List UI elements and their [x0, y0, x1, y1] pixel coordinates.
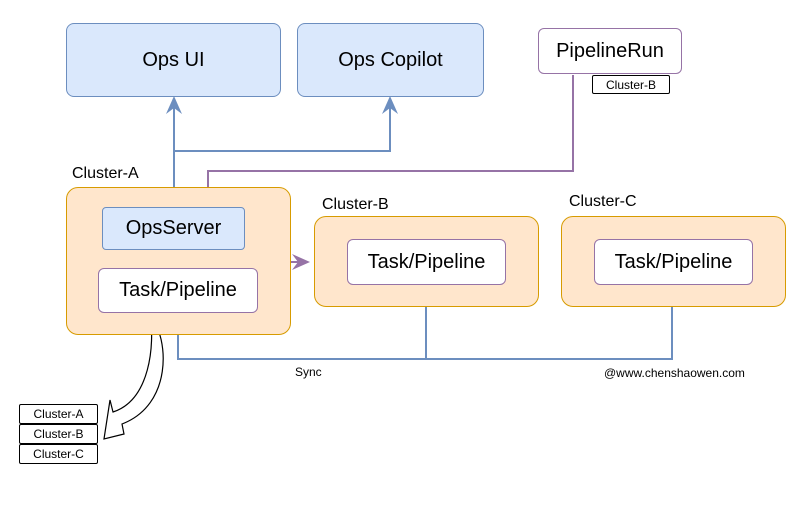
- curved-hollow-arrow: [103, 313, 164, 440]
- cluster-list-item-b: Cluster-B: [19, 424, 98, 444]
- watermark: @www.chenshaowen.com: [604, 366, 745, 380]
- task-pipeline-a-label: Task/Pipeline: [119, 279, 237, 301]
- cluster-a-title: Cluster-A: [72, 165, 139, 182]
- ops-ui-label: Ops UI: [142, 48, 205, 71]
- cluster-list-item-a-label: Cluster-A: [33, 407, 84, 421]
- task-pipeline-c-node: Task/Pipeline: [594, 239, 753, 285]
- edge-opsserver-to-ops-copilot: [174, 96, 398, 152]
- edge-sync-to-cluster-c: [426, 281, 680, 360]
- pipelinerun-label: PipelineRun: [556, 39, 664, 62]
- sync-label: Sync: [295, 365, 322, 379]
- task-pipeline-c-label: Task/Pipeline: [614, 250, 733, 273]
- task-pipeline-b-node: Task/Pipeline: [347, 239, 506, 285]
- opsserver-node: OpsServer: [102, 207, 245, 250]
- cluster-list-item-c: Cluster-C: [19, 444, 98, 464]
- edge-pipelinerun-to-opsserver: [200, 75, 574, 208]
- task-pipeline-b-label: Task/Pipeline: [367, 250, 486, 273]
- task-pipeline-a-node: Task/Pipeline: [98, 268, 258, 313]
- cluster-list-item-b-label: Cluster-B: [33, 427, 84, 441]
- pipelinerun-cluster-tag-label: Cluster-B: [605, 77, 656, 92]
- ops-ui-node: Ops UI: [66, 23, 281, 97]
- edge-sync-to-cluster-b: [177, 281, 434, 360]
- cluster-list-item-c-label: Cluster-C: [33, 447, 84, 461]
- cluster-c-title: Cluster-C: [569, 193, 637, 210]
- pipelinerun-node: PipelineRun: [538, 28, 682, 74]
- cluster-list-item-a: Cluster-A: [19, 404, 98, 424]
- cluster-b-title: Cluster-B: [322, 196, 389, 213]
- opsserver-label: OpsServer: [125, 217, 222, 239]
- ops-copilot-label: Ops Copilot: [338, 48, 443, 71]
- pipelinerun-cluster-tag: Cluster-B: [592, 75, 670, 94]
- ops-copilot-node: Ops Copilot: [297, 23, 484, 97]
